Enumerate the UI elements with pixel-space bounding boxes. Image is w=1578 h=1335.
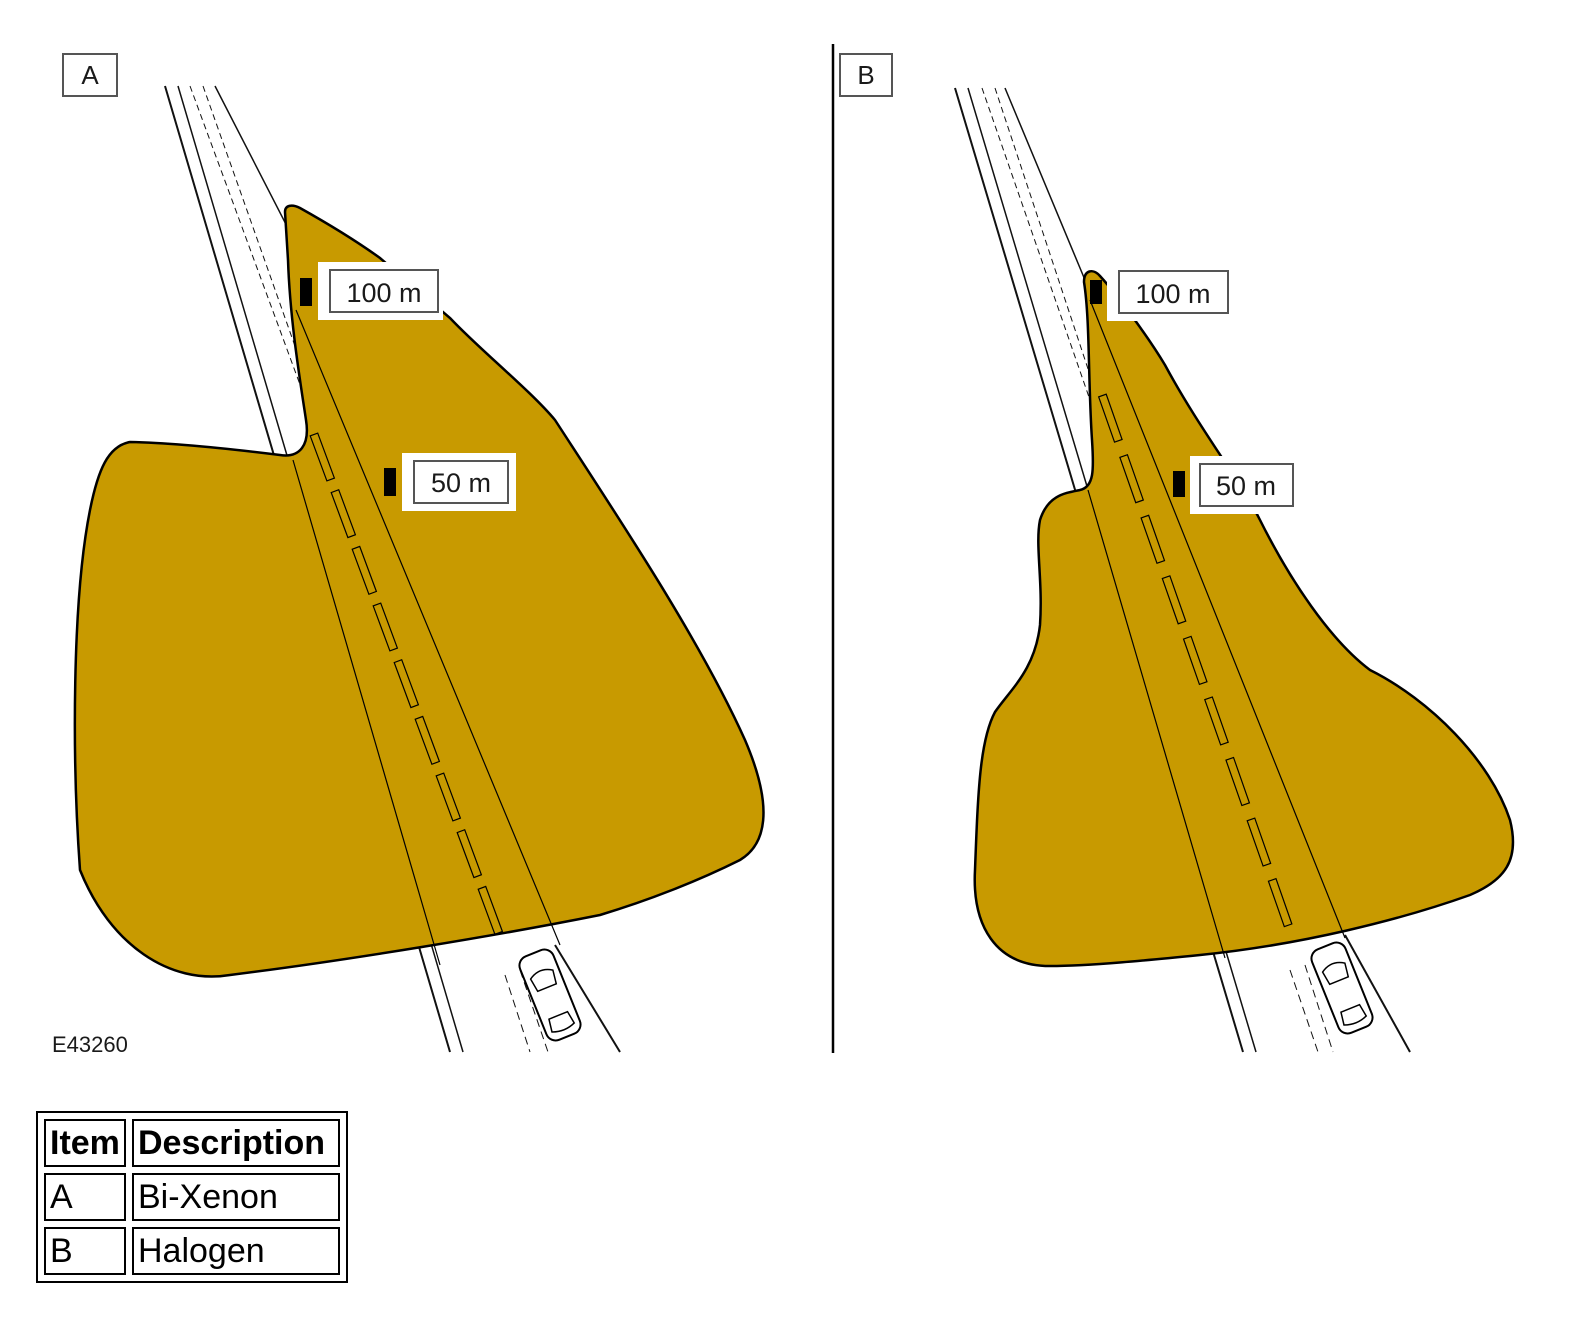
panel-a-centre-dashes [309,432,504,935]
lane-dash [1246,817,1272,867]
panel-b-car-icon [1310,941,1374,1035]
lane-dash [477,885,504,935]
legend-item-cell: B [44,1227,126,1275]
lane-dash [1140,514,1166,565]
panel-a-100m-label: 100 m [346,278,421,308]
panel-a-lane-lines [292,309,561,966]
lane-dash [1161,575,1187,625]
legend-header-row: Item Description [44,1119,340,1167]
panel-b-50m-marker: 50 m [1173,456,1302,514]
lane-dash [414,715,441,765]
legend-description-cell: Halogen [132,1227,340,1275]
lane-dash [1267,877,1293,928]
panel-a-50m-label: 50 m [431,468,491,498]
legend-description-cell: Bi-Xenon [132,1173,340,1221]
lane-dash [372,602,399,652]
headlamp-beam-pattern-diagram: A [52,44,1515,1057]
lane-dash [1204,696,1229,746]
lane-dash [393,659,420,709]
table-row: A Bi-Xenon [44,1173,340,1221]
panel-a-50m-marker: 50 m [384,453,516,511]
legend-table: Item Description A Bi-Xenon B Halogen [36,1111,348,1283]
panel-b-lane-lines [1087,299,1346,959]
lane-dash [330,489,357,539]
panel-a-label-box: A [62,53,118,97]
figure-code: E43260 [52,1032,128,1057]
panel-b-100m-marker: 100 m [1090,263,1237,321]
panel-b-centre-dashes [1097,393,1293,928]
panel-a: A [52,53,765,1057]
panel-b-label: B [857,60,874,90]
lane-dash [309,432,336,482]
panel-a-label: A [81,60,99,90]
lane-dash [1225,756,1251,807]
lane-dash [1097,393,1123,443]
legend-header-item: Item [44,1119,126,1167]
panel-a-beam-area [73,204,765,978]
lane-dash [1182,635,1208,686]
panel-b-label-box: B [839,53,893,97]
panel-b-beam-area [973,269,1515,968]
panel-b-50m-label: 50 m [1216,471,1276,501]
lane-dash [435,772,462,822]
lane-dash [351,545,378,595]
panel-b: B 100 m [839,53,1515,1053]
legend-header-description: Description [132,1119,340,1167]
lane-dash [456,829,483,879]
panel-b-100m-label: 100 m [1135,279,1210,309]
legend-item-cell: A [44,1173,126,1221]
table-row: B Halogen [44,1227,340,1275]
lane-dash [1119,453,1145,504]
panel-a-100m-marker: 100 m [300,262,443,320]
panel-a-car-icon [518,948,582,1042]
